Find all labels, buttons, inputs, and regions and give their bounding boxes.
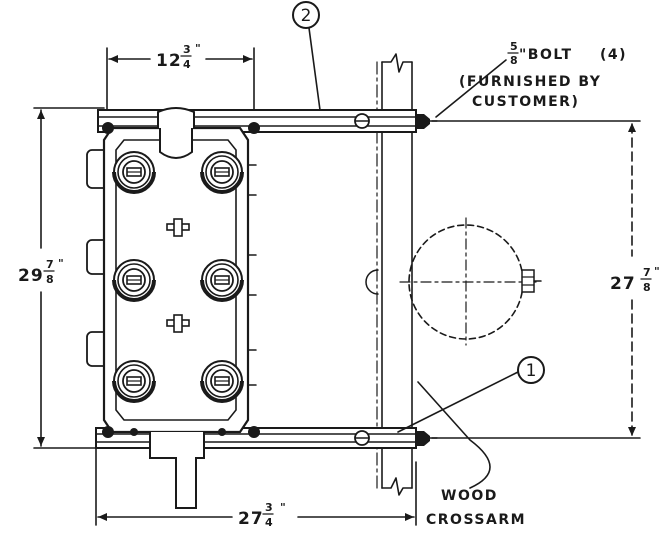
bottom-width-num: 3 (265, 501, 273, 514)
right-height-num: 7 (643, 266, 651, 279)
top-width-unit: " (195, 42, 201, 55)
right-height-unit: " (654, 265, 660, 278)
callout-2-number: 2 (301, 6, 312, 26)
left-height-unit: " (58, 257, 64, 270)
bolt-quantity: (4) (600, 47, 627, 63)
bottom-width-dimension: 27 3 4 " (95, 447, 417, 529)
bottom-width-unit: " (280, 501, 286, 514)
callout-2: 2 (292, 1, 321, 111)
bottom-width-den: 4 (265, 516, 273, 529)
equipment-housing (86, 107, 260, 509)
left-height-dimension: 29 7 8 " (18, 107, 105, 449)
wood-crossarm-note: WOOD CROSSARM (417, 381, 526, 528)
top-width-dimension: 12 3 4 " (106, 42, 255, 111)
bolt-note: 5 8 "BOLT (4) (FURNISHED BY CUSTOMER) (435, 40, 627, 118)
pole-outline (365, 217, 542, 346)
callout-1-number: 1 (526, 361, 537, 381)
left-height-den: 8 (46, 273, 54, 286)
left-height-num: 7 (46, 258, 54, 271)
bushing-terminal (112, 151, 156, 194)
bolt-frac-den: 8 (510, 54, 518, 67)
bushing-terminal (200, 259, 244, 302)
right-height-den: 8 (643, 281, 651, 294)
furnished-line-2: CUSTOMER) (472, 94, 579, 110)
bushing-terminal (200, 151, 244, 194)
bushing-terminal (112, 360, 156, 403)
bottom-width-whole: 27 (238, 509, 264, 529)
bolt-frac-num: 5 (510, 40, 518, 53)
right-height-dimension: 27 7 8 " (431, 120, 660, 439)
right-height-whole: 27 (610, 274, 636, 294)
center-marker-upper (166, 218, 190, 237)
furnished-line-1: (FURNISHED BY (459, 74, 601, 90)
bushing-terminal (200, 360, 244, 403)
center-marker-lower (166, 314, 190, 333)
wood-label-line-1: WOOD (441, 488, 498, 504)
wood-label-line-2: CROSSARM (426, 512, 526, 528)
callout-1: 1 (397, 356, 545, 433)
top-width-den: 4 (183, 58, 191, 71)
left-height-whole: 29 (18, 266, 44, 286)
bolt-text: "BOLT (519, 47, 573, 63)
terminal-bushings (112, 151, 244, 403)
top-width-num: 3 (183, 43, 191, 56)
top-width-whole: 12 (156, 51, 182, 71)
bushing-terminal (112, 259, 156, 302)
